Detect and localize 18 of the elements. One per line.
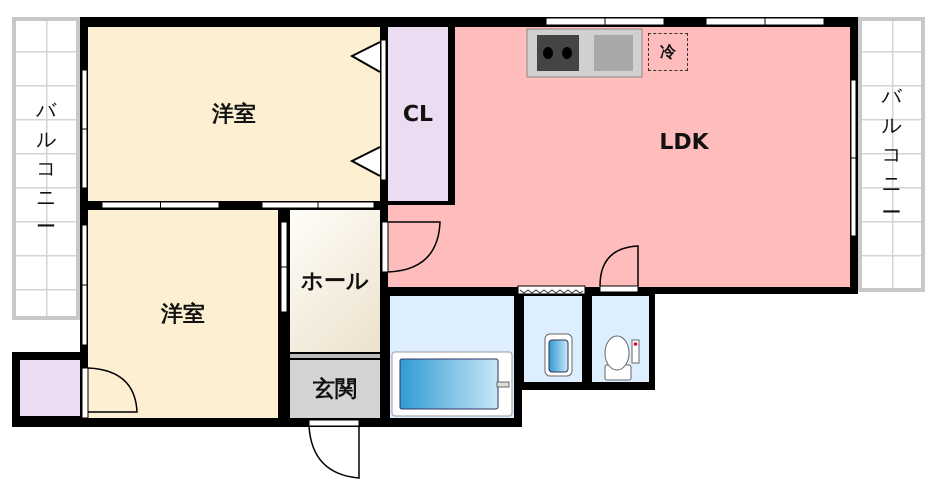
room bbox=[290, 360, 380, 418]
room bbox=[88, 27, 380, 201]
balcony bbox=[858, 17, 925, 292]
room-label: LDK bbox=[659, 130, 709, 154]
room bbox=[88, 210, 278, 418]
room-label: 玄関 bbox=[313, 376, 357, 404]
room bbox=[290, 210, 380, 352]
room-label: 洋室 bbox=[212, 100, 256, 129]
fridge-box bbox=[648, 33, 688, 71]
room-label: バルコニー bbox=[880, 83, 903, 226]
balcony bbox=[12, 17, 80, 320]
room-label: ホール bbox=[301, 268, 369, 296]
room-label: 冷 bbox=[660, 42, 676, 62]
room-label: CL bbox=[402, 102, 434, 126]
room-label: 洋室 bbox=[161, 300, 205, 329]
room bbox=[20, 360, 80, 416]
room bbox=[388, 27, 448, 201]
room-label: バルコニー bbox=[35, 97, 58, 240]
